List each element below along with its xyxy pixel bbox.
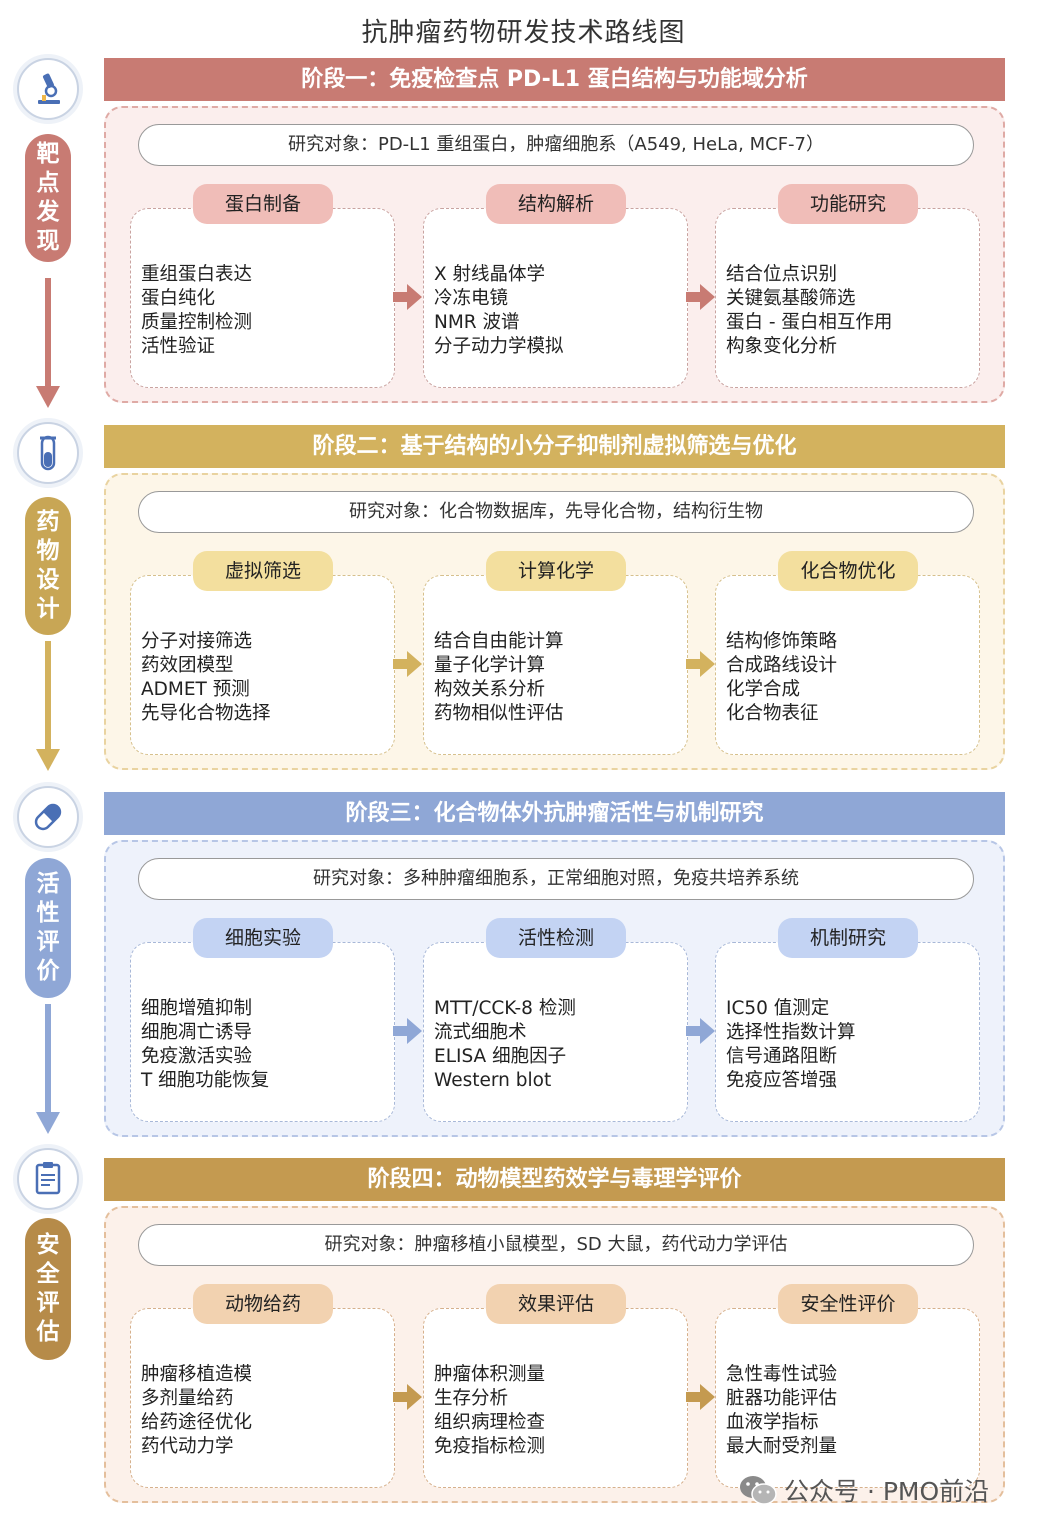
side-arrow-down	[36, 641, 60, 773]
stage-3-panel: 研究对象：多种肿瘤细胞系，正常细胞对照，免疫共培养系统 细胞增殖抑制细胞凋亡诱导…	[104, 840, 1005, 1137]
capsule-icon	[17, 786, 79, 848]
side-label-drug-design: 药物设计	[25, 497, 71, 635]
card-mechanism-study: IC50 值测定选择性指数计算信号通路阻断免疫应答增强	[715, 942, 980, 1122]
card-title: 结构解析	[486, 184, 626, 224]
arrow-right-icon	[393, 1018, 423, 1044]
stage-2-header: 阶段二：基于结构的小分子抑制剂虚拟筛选与优化	[104, 425, 1005, 468]
card-items: 结构修饰策略合成路线设计化学合成化合物表征	[726, 631, 838, 724]
arrow-right-icon	[393, 284, 423, 310]
side-label-target-discovery: 靶点发现	[25, 134, 71, 262]
card-title: 安全性评价	[778, 1284, 918, 1324]
page-title: 抗肿瘤药物研发技术路线图	[361, 18, 686, 48]
stage-1-panel: 研究对象：PD-L1 重组蛋白，肿瘤细胞系（A549, HeLa, MCF-7）…	[104, 106, 1005, 403]
report-icon	[17, 1148, 79, 1210]
card-title: 化合物优化	[778, 551, 918, 591]
card-safety-evaluation: 急性毒性试验脏器功能评估血液学指标最大耐受剂量	[715, 1308, 980, 1488]
stage-2-subject: 研究对象：化合物数据库，先导化合物，结构衍生物	[138, 491, 974, 533]
arrow-right-icon	[393, 651, 423, 677]
side-arrow-down	[36, 1004, 60, 1136]
card-title: 虚拟筛选	[193, 551, 333, 591]
card-items: 肿瘤移植造模多剂量给药给药途径优化药代动力学	[141, 1364, 253, 1457]
side-label-activity-evaluation: 活性评价	[25, 858, 71, 998]
wechat-icon	[740, 1476, 777, 1505]
stage-4-subject: 研究对象：肿瘤移植小鼠模型，SD 大鼠，药代动力学评估	[138, 1224, 974, 1266]
arrow-right-icon	[686, 1384, 716, 1410]
card-title: 细胞实验	[193, 918, 333, 958]
card-items: 结合自由能计算量子化学计算构效关系分析药物相似性评估	[434, 631, 564, 724]
arrow-right-icon	[686, 651, 716, 677]
stage-3-subject: 研究对象：多种肿瘤细胞系，正常细胞对照，免疫共培养系统	[138, 858, 974, 900]
card-protein-preparation: 重组蛋白表达蛋白纯化质量控制检测活性验证	[130, 208, 395, 388]
card-efficacy-assessment: 肿瘤体积测量生存分析组织病理检查免疫指标检测	[423, 1308, 688, 1488]
card-items: 急性毒性试验脏器功能评估血液学指标最大耐受剂量	[726, 1364, 838, 1457]
stage-1-header: 阶段一：免疫检查点 PD-L1 蛋白结构与功能域分析	[104, 58, 1005, 101]
side-label-safety-assessment: 安全评估	[25, 1218, 71, 1360]
stage-1-subject: 研究对象：PD-L1 重组蛋白，肿瘤细胞系（A549, HeLa, MCF-7）	[138, 124, 974, 166]
card-items: IC50 值测定选择性指数计算信号通路阻断免疫应答增强	[726, 998, 856, 1091]
card-title: 效果评估	[486, 1284, 626, 1324]
card-compound-optimization: 结构修饰策略合成路线设计化学合成化合物表征	[715, 575, 980, 755]
test-tube-icon	[17, 422, 79, 484]
card-title: 蛋白制备	[193, 184, 333, 224]
card-title: 计算化学	[486, 551, 626, 591]
card-animal-dosing: 肿瘤移植造模多剂量给药给药途径优化药代动力学	[130, 1308, 395, 1488]
microscope-icon	[17, 58, 79, 120]
card-items: 重组蛋白表达蛋白纯化质量控制检测活性验证	[141, 264, 253, 357]
card-title: 动物给药	[193, 1284, 333, 1324]
card-items: 结合位点识别关键氨基酸筛选蛋白 - 蛋白相互作用构象变化分析	[726, 264, 893, 357]
arrow-right-icon	[686, 284, 716, 310]
watermark-text: 公众号 · PMO前沿	[784, 1477, 990, 1506]
stage-4-panel: 研究对象：肿瘤移植小鼠模型，SD 大鼠，药代动力学评估 肿瘤移植造模多剂量给药给…	[104, 1206, 1005, 1503]
arrow-right-icon	[393, 1384, 423, 1410]
card-computational-chemistry: 结合自由能计算量子化学计算构效关系分析药物相似性评估	[423, 575, 688, 755]
stage-3-header: 阶段三：化合物体外抗肿瘤活性与机制研究	[104, 792, 1005, 835]
card-title: 机制研究	[778, 918, 918, 958]
card-function-study: 结合位点识别关键氨基酸筛选蛋白 - 蛋白相互作用构象变化分析	[715, 208, 980, 388]
arrow-right-icon	[686, 1018, 716, 1044]
stage-4-header: 阶段四：动物模型药效学与毒理学评价	[104, 1158, 1005, 1201]
card-title: 活性检测	[486, 918, 626, 958]
watermark: 公众号 · PMO前沿	[738, 1472, 989, 1508]
card-title: 功能研究	[778, 184, 918, 224]
side-arrow-down	[36, 278, 60, 410]
card-items: 肿瘤体积测量生存分析组织病理检查免疫指标检测	[434, 1364, 546, 1457]
